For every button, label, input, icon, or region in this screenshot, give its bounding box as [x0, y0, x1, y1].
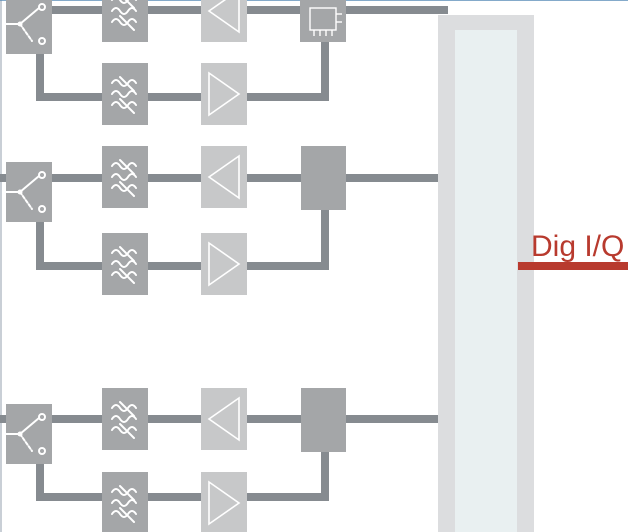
bandpass-filter-icon	[102, 146, 148, 208]
converter-block	[301, 146, 346, 210]
switch-icon	[3, 403, 53, 465]
adc-chip-icon	[300, 0, 346, 42]
bandpass-filter-icon	[102, 388, 148, 450]
pa-amplifier-icon	[201, 233, 247, 295]
processor-inner	[455, 30, 517, 532]
bandpass-filter-icon	[102, 233, 148, 295]
lna-amplifier-icon	[201, 0, 247, 42]
chain-2	[0, 146, 438, 295]
bandpass-filter-icon	[102, 0, 148, 42]
dig-iq-label: Dig I/Q	[531, 230, 624, 263]
chain-3-bottom-wire	[36, 452, 329, 501]
chain-2-bottom-wire	[36, 210, 329, 270]
lna-amplifier-icon	[201, 146, 247, 208]
chain-1	[3, 0, 448, 125]
bandpass-filter-icon	[102, 63, 148, 125]
chain-3	[0, 388, 438, 532]
lna-amplifier-icon	[201, 388, 247, 450]
bandpass-filter-icon	[102, 472, 148, 532]
converter-block	[301, 388, 346, 452]
pa-amplifier-icon	[201, 63, 247, 125]
switch-icon	[3, 0, 53, 55]
pa-amplifier-icon	[201, 472, 247, 532]
switch-icon	[3, 161, 53, 223]
chain-1-bottom-wire	[36, 35, 329, 101]
